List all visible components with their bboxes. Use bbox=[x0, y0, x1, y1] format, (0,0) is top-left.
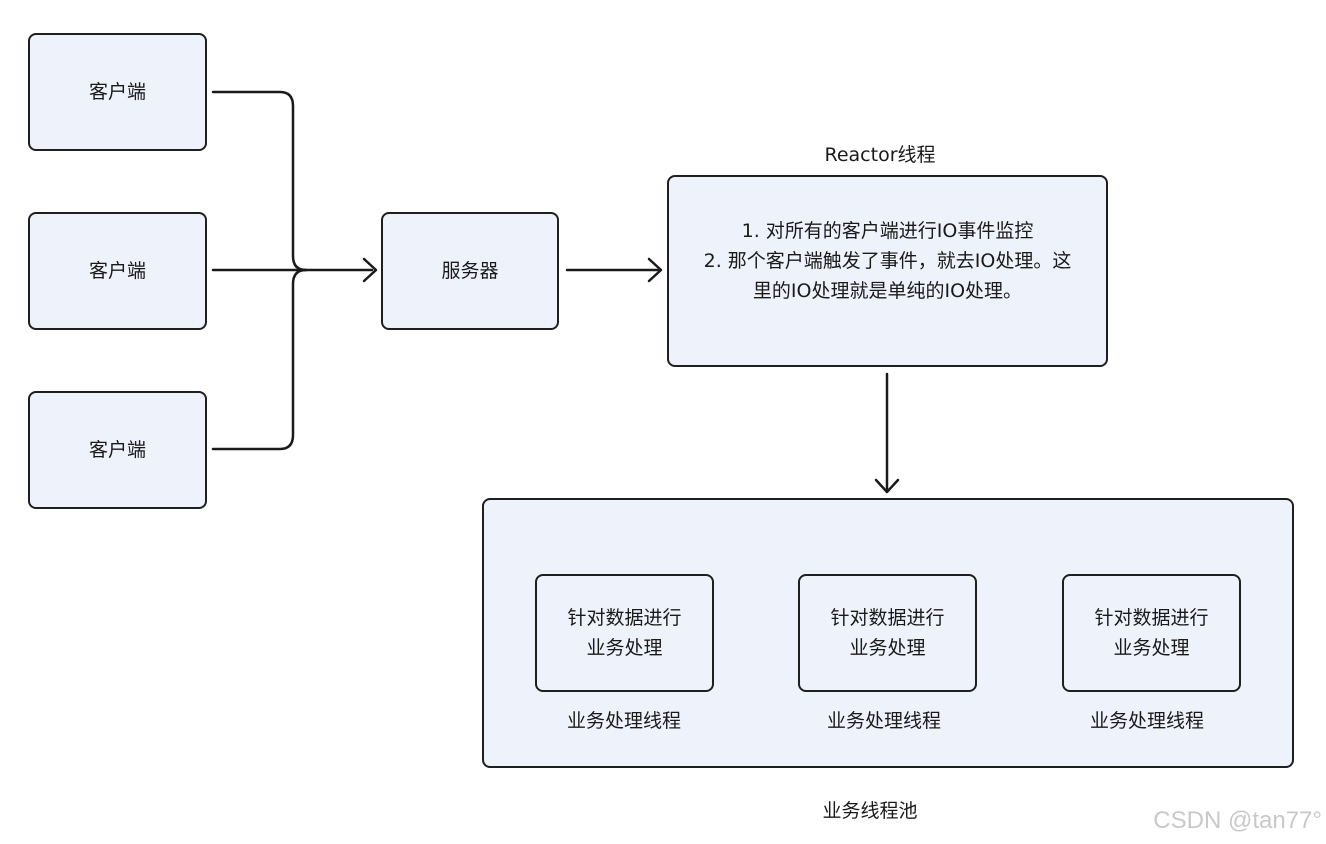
client-box-2: 客户端 bbox=[28, 212, 207, 330]
reactor-title: Reactor线程 bbox=[824, 144, 936, 166]
worker-box-1: 针对数据进行 业务处理 bbox=[535, 574, 714, 692]
reactor-line-1: 1. 对所有的客户端进行IO事件监控 bbox=[741, 220, 1034, 242]
connector-client-3 bbox=[211, 268, 308, 451]
reactor-line-3: 里的IO处理就是单纯的IO处理。 bbox=[752, 280, 1023, 302]
thread-pool-label: 业务线程池 bbox=[822, 800, 918, 822]
reactor-line-2: 2. 那个客户端触发了事件，就去IO处理。这 bbox=[703, 250, 1072, 272]
worker-box-3: 针对数据进行 业务处理 bbox=[1062, 574, 1241, 692]
arrowhead-server bbox=[362, 257, 378, 283]
worker-text-2: 针对数据进行 业务处理 bbox=[830, 603, 944, 663]
watermark: CSDN @tan77° bbox=[1153, 807, 1322, 834]
worker-label-1: 业务处理线程 bbox=[566, 710, 682, 732]
worker-label-2: 业务处理线程 bbox=[826, 710, 942, 732]
worker-3-line-2: 业务处理 bbox=[1113, 637, 1190, 659]
worker-label-3: 业务处理线程 bbox=[1089, 710, 1205, 732]
worker-box-2: 针对数据进行 业务处理 bbox=[798, 574, 977, 692]
server-label: 服务器 bbox=[441, 260, 499, 282]
reactor-description: 1. 对所有的客户端进行IO事件监控 2. 那个客户端触发了事件，就去IO处理。… bbox=[690, 216, 1086, 306]
client-label-2: 客户端 bbox=[88, 260, 146, 282]
worker-2-line-1: 针对数据进行 bbox=[830, 607, 945, 629]
arrowhead-reactor bbox=[647, 257, 663, 283]
client-label-1: 客户端 bbox=[88, 81, 146, 103]
client-label-3: 客户端 bbox=[88, 439, 146, 461]
worker-text-1: 针对数据进行 业务处理 bbox=[567, 603, 681, 663]
worker-text-3: 针对数据进行 业务处理 bbox=[1094, 603, 1208, 663]
reactor-box: 1. 对所有的客户端进行IO事件监控 2. 那个客户端触发了事件，就去IO处理。… bbox=[667, 175, 1108, 367]
worker-2-line-2: 业务处理 bbox=[849, 637, 926, 659]
worker-3-line-1: 针对数据进行 bbox=[1094, 607, 1209, 629]
connector-client-1 bbox=[211, 90, 308, 272]
worker-1-line-2: 业务处理 bbox=[586, 637, 663, 659]
client-box-3: 客户端 bbox=[28, 391, 207, 509]
arrowhead-pool bbox=[874, 478, 900, 494]
server-box: 服务器 bbox=[381, 212, 559, 330]
worker-1-line-1: 针对数据进行 bbox=[567, 607, 682, 629]
client-box-1: 客户端 bbox=[28, 33, 207, 151]
